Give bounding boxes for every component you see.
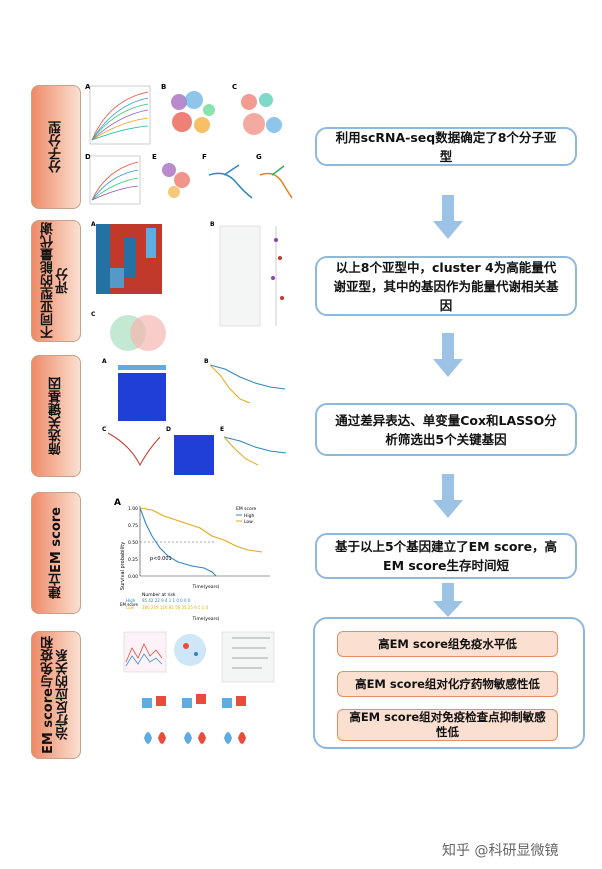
outcome-immune-level: 高EM score组免疫水平低 [337, 631, 558, 657]
description-text: 以上8个亚型中，cluster 4为高能量代谢亚型，其中的基因作为能量代谢相关基… [333, 259, 559, 313]
panel-letter: D [85, 153, 91, 161]
stage-label-5: EM score与免疫和治疗反应的关系 [31, 631, 81, 759]
molecular-subtyping-figure: A B C D E F G [85, 83, 293, 205]
legend-high: High [244, 513, 254, 519]
panel-letter: B [161, 83, 166, 91]
energy-metabolism-figure: A B C [91, 221, 284, 351]
immune-outcomes-box: 高EM score组免疫水平低 高EM score组对化疗药物敏感性低 高EM … [313, 617, 585, 749]
y-tick: 0.25 [128, 557, 138, 563]
y-axis-label: Survival probability [120, 542, 126, 590]
risk-row-high-label: High [126, 598, 136, 603]
risk-row-low: 280 219 116 81 56 35 25 9 5 1 0 [142, 605, 209, 610]
down-arrow-icon [433, 333, 463, 377]
down-arrow-icon [433, 474, 463, 518]
stage-label-text: 筛选关键基因 [48, 377, 64, 455]
watermark: 知乎 @科研显微镜 [442, 843, 559, 859]
stage-description-4: 基于以上5个基因建立了EM score，高EM score生存时间短 [315, 533, 577, 579]
x-axis-label: Time(years) [192, 616, 220, 622]
risk-table-label: EM score [120, 602, 139, 607]
outcome-text: 高EM score组免疫水平低 [378, 636, 517, 651]
panel-letter: E [152, 153, 157, 161]
stage-label-text: 不同亚型的能量代谢评分 [41, 222, 71, 340]
outcome-icb-sensitivity: 高EM score组对免疫检查点抑制敏感性低 [337, 709, 558, 741]
panel-letter: D [166, 426, 171, 433]
description-text: 通过差异表达、单变量Cox和LASSO分析筛选出5个关键基因 [335, 412, 557, 447]
stage-description-1: 利用scRNA-seq数据确定了8个分子亚型 [315, 127, 577, 166]
description-text: 基于以上5个基因建立了EM score，高EM score生存时间短 [334, 539, 558, 573]
outcome-text: 高EM score组对免疫检查点抑制敏感性低 [349, 710, 546, 739]
panel-letter: B [204, 358, 209, 365]
outcome-chemo-sensitivity: 高EM score组对化疗药物敏感性低 [337, 671, 558, 697]
immune-therapy-figure [123, 631, 275, 744]
y-tick: 0.50 [128, 540, 138, 546]
risk-row-low-label: Low [126, 605, 135, 610]
stage-label-text: EM score与免疫和治疗反应的关系 [41, 636, 71, 754]
description-text: 利用scRNA-seq数据确定了8个分子亚型 [335, 129, 557, 164]
legend-low: Low [244, 519, 253, 525]
stage-description-2: 以上8个亚型中，cluster 4为高能量代谢亚型，其中的基因作为能量代谢相关基… [315, 256, 577, 316]
y-tick: 0.75 [128, 523, 138, 529]
y-tick: 0.00 [128, 574, 138, 580]
stage-label-2: 不同亚型的能量代谢评分 [31, 220, 81, 342]
stage-label-4: 建立EM score [31, 492, 81, 614]
stage-label-text: 建立EM score [48, 507, 64, 599]
down-arrow-icon [433, 195, 463, 239]
panel-letter: A [114, 498, 121, 508]
x-axis-label: Time(years) [192, 584, 220, 590]
panel-letter: A [85, 83, 91, 91]
stage-description-3: 通过差异表达、单变量Cox和LASSO分析筛选出5个关键基因 [315, 403, 577, 456]
risk-row-high: 95 42 22 9 4 1 1 0 0 0 0 [142, 598, 191, 603]
panel-letter: G [256, 153, 262, 161]
panel-letter: E [220, 426, 224, 433]
down-arrow-icon [433, 583, 463, 617]
p-value: p<0.001 [150, 556, 172, 562]
km-survival-figure: A Survival probability 1.00 0.75 0.50 0.… [114, 498, 270, 622]
panel-letter: F [202, 153, 207, 161]
panel-letter: B [210, 221, 215, 228]
stage-label-text: 分子分型 [48, 121, 64, 173]
panel-letter: C [232, 83, 237, 91]
outcome-text: 高EM score组对化疗药物敏感性低 [355, 676, 540, 691]
risk-table-title: Number at risk [142, 592, 176, 598]
key-gene-screening-figure: A B C D E [102, 358, 287, 475]
y-tick: 1.00 [128, 506, 138, 512]
panel-letter: A [91, 221, 96, 228]
stage-label-1: 分子分型 [31, 85, 81, 209]
panel-letter: C [102, 426, 107, 433]
stage-label-3: 筛选关键基因 [31, 355, 81, 477]
panel-letter: C [91, 311, 96, 318]
legend-title: EM score [236, 506, 256, 512]
panel-letter: A [102, 358, 107, 365]
